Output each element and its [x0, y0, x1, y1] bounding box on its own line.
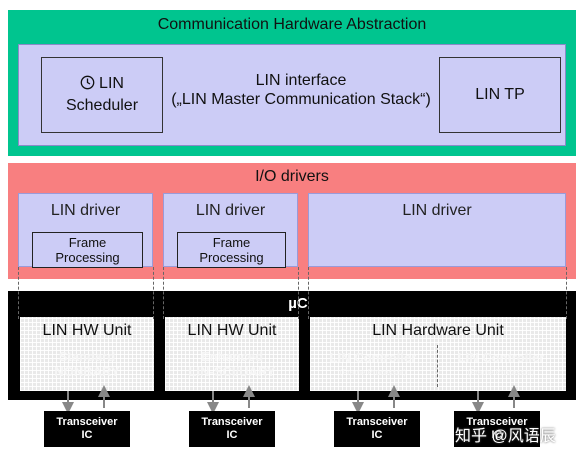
lin-driver-label: LIN driver — [402, 202, 472, 219]
io-drivers-layer: I/O drivers LIN driver Frame Processing … — [8, 163, 576, 279]
frame-processing-line2: Processing — [199, 250, 264, 265]
hw-unit-type: Standard NONBARY — [20, 347, 154, 381]
lin-hw-unit-label: LIN HW Unit — [42, 322, 132, 339]
dashed-connector — [566, 267, 567, 319]
lin-hw-unit: LIN HW Unit Standard NONBARY — [20, 317, 154, 391]
lin-interface-line1: LIN interface — [255, 72, 347, 89]
lin-tp-box: LIN TP — [439, 57, 561, 133]
hw-unit-type-line1: Enhanced — [200, 349, 264, 364]
hw-unit-type-line2: NONBARY — [54, 364, 120, 379]
transceiver-line2: IC — [226, 429, 238, 441]
lin-controller-subtitle: (Frame Processor) — [467, 368, 535, 377]
frame-processing-line1: Frame — [212, 235, 251, 250]
cha-inner-panel: LIN Scheduler LIN interface („LIN Master… — [18, 44, 566, 146]
microcontroller-layer: µC LIN HW Unit Standard NONBARY LIN HW U… — [8, 291, 576, 400]
dashed-connector — [153, 267, 154, 319]
cha-title: Communication Hardware Abstraction — [157, 16, 427, 33]
io-drivers-title: I/O drivers — [255, 168, 329, 185]
transceiver-line2: IC — [491, 429, 503, 441]
controller-divider — [437, 345, 438, 387]
lin-driver-box: LIN driver Frame Processing — [18, 193, 153, 268]
lin-driver-box: LIN driver — [308, 193, 566, 267]
transceiver-line1: Transceiver — [56, 416, 118, 428]
lin-driver-label: LIN driver — [50, 202, 121, 219]
lin-controller: LIN Controller (Frame Processor) — [443, 345, 559, 385]
transceiver-ic: Transceiver IC — [44, 411, 130, 447]
lin-driver-label: LIN driver — [195, 202, 266, 219]
transceiver-line1: Transceiver — [201, 416, 263, 428]
dashed-connector — [18, 267, 19, 319]
transceiver-line2: IC — [371, 429, 383, 441]
lin-hw-unit-label: LIN HW Unit — [187, 322, 277, 339]
frame-processing-line2: Processing — [55, 250, 120, 265]
hw-unit-type-line1: Standard — [58, 349, 116, 364]
dashed-connector — [308, 267, 309, 319]
watermark: 知乎 @风语辰 — [455, 428, 556, 445]
lin-interface-label: LIN interface („LIN Master Communication… — [169, 65, 433, 115]
lin-interface-line2: („LIN Master Communication Stack“) — [171, 91, 431, 108]
dashed-connector — [163, 267, 164, 319]
hw-unit-type-line2: LIN-SCI/UARY — [188, 364, 276, 379]
transceiver-line2: IC — [81, 429, 93, 441]
transceiver-ic: Transceiver IC — [454, 411, 540, 447]
scheduler-line1: LIN — [99, 75, 124, 92]
clock-icon — [80, 75, 95, 96]
transceiver-line1: Transceiver — [346, 416, 408, 428]
frame-processing-line1: Frame — [68, 235, 107, 250]
hw-unit-type: Enhanced LIN-SCI/UARY — [165, 347, 299, 381]
dashed-connector — [298, 267, 299, 319]
transceiver-ic: Transceiver IC — [189, 411, 275, 447]
lin-controller-subtitle: (Frame Processor) — [339, 368, 407, 377]
lin-controller: LIN Controller (Frame Processor) — [316, 345, 430, 385]
lin-controller-title: LIN Controller — [457, 350, 545, 365]
lin-driver-box: LIN driver Frame Processing — [163, 193, 298, 268]
communication-hardware-abstraction-layer: Communication Hardware Abstraction LIN S… — [8, 10, 576, 156]
uc-label: µC — [288, 294, 308, 312]
frame-processing-box: Frame Processing — [32, 232, 143, 268]
scheduler-line2: Scheduler — [65, 97, 139, 114]
lin-hardware-unit: LIN Hardware Unit LIN Controller (Frame … — [310, 317, 566, 391]
lin-hardware-unit-label: LIN Hardware Unit — [372, 322, 504, 339]
transceiver-line1: Transceiver — [466, 416, 528, 428]
frame-processing-box: Frame Processing — [177, 232, 286, 268]
lin-hw-unit: LIN HW Unit Enhanced LIN-SCI/UARY — [165, 317, 299, 391]
transceiver-ic: Transceiver IC — [334, 411, 420, 447]
lin-scheduler-box: LIN Scheduler — [41, 57, 163, 133]
lin-controller-title: LIN Controller — [329, 350, 417, 365]
